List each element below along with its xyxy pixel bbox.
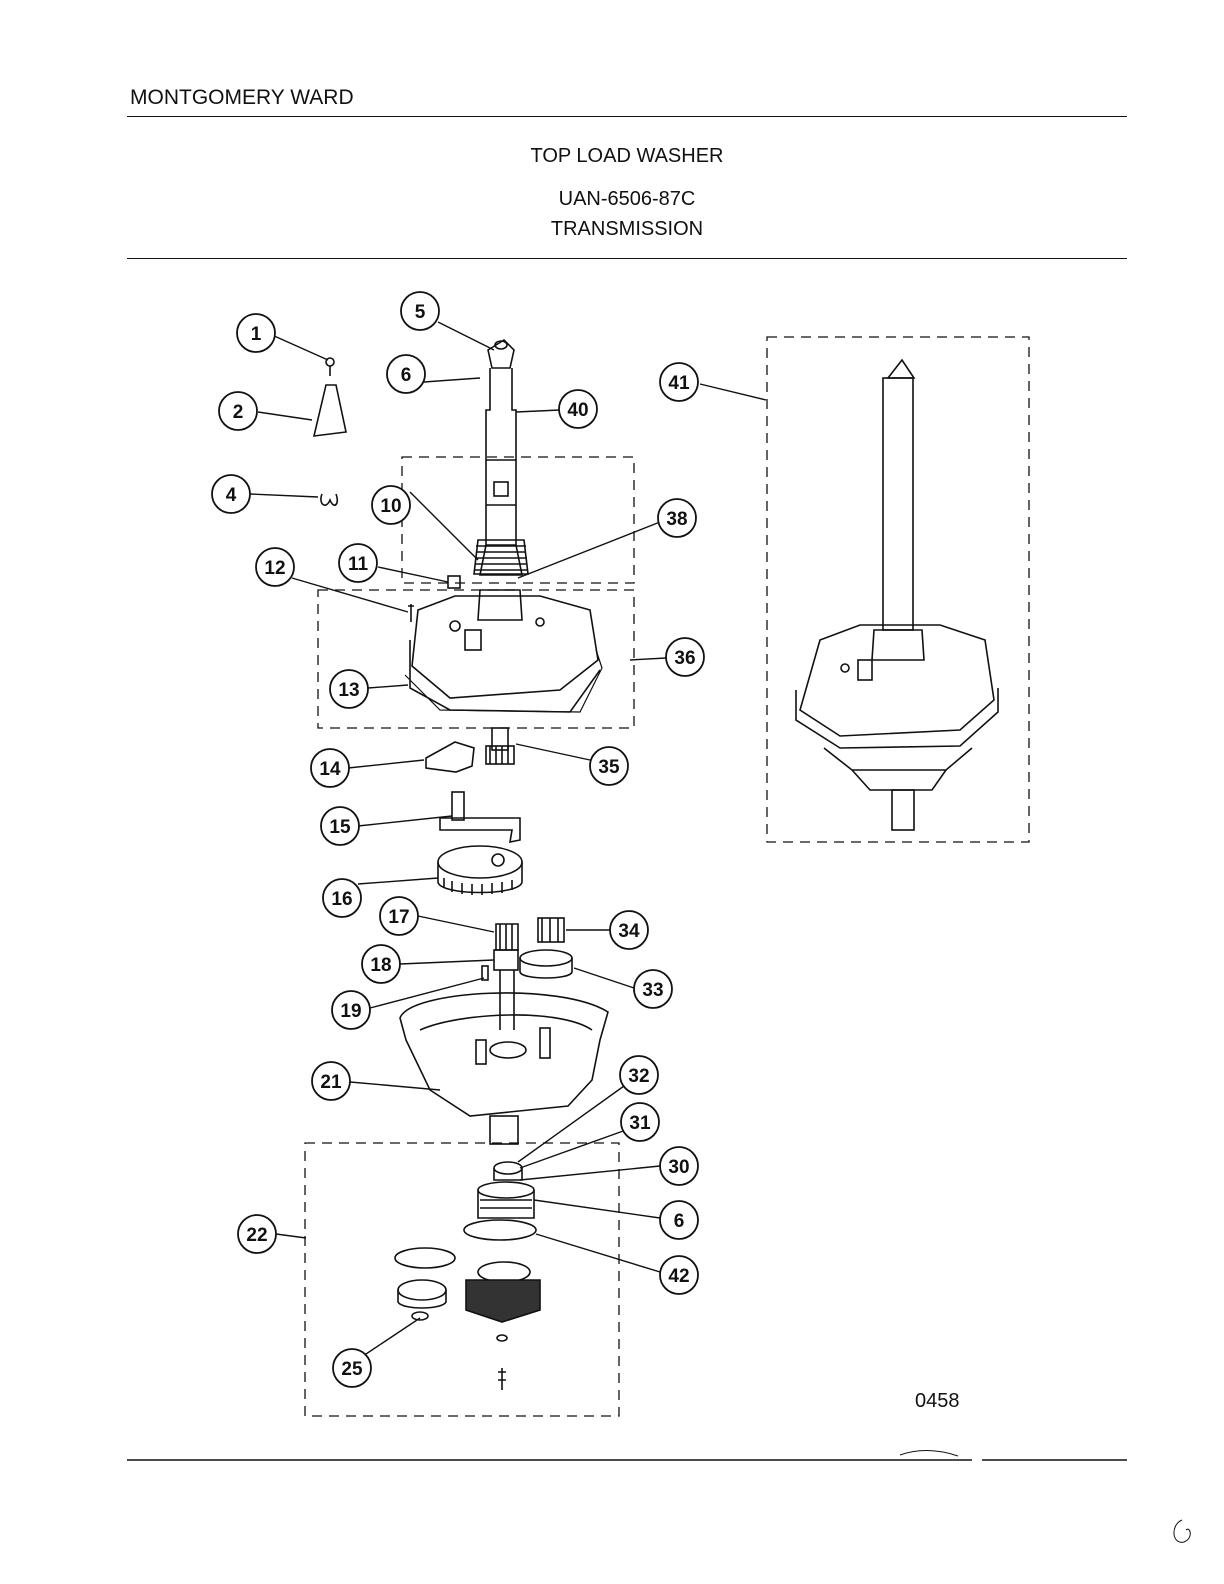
idler-gear [519, 917, 573, 979]
crank-arm [439, 791, 521, 844]
svg-text:21: 21 [320, 1072, 342, 1093]
callout-11: 11 [338, 543, 378, 583]
model-number: UAN-6506-87C [558, 188, 696, 210]
large-gear [437, 845, 523, 895]
svg-text:33: 33 [642, 980, 663, 1001]
callout-13: 13 [329, 669, 369, 709]
header-rule [127, 116, 1127, 117]
callout-42: 42 [659, 1255, 699, 1295]
group-box-41 [766, 336, 1030, 843]
assembled-transmission [795, 358, 999, 831]
callout-41: 41 [659, 362, 699, 402]
svg-text:35: 35 [598, 757, 620, 778]
clip-part [320, 493, 339, 506]
group-box-22 [304, 1142, 620, 1417]
callout-25: 25 [332, 1348, 372, 1388]
callout-34: 34 [609, 910, 649, 950]
svg-text:38: 38 [666, 509, 687, 530]
title-rule [127, 258, 1127, 259]
pinion-stack [481, 923, 519, 1030]
callout-2: 2 [218, 391, 258, 431]
svg-text:36: 36 [674, 648, 695, 669]
scan-mark [899, 1450, 959, 1457]
callout-12: 12 [255, 547, 295, 587]
svg-text:31: 31 [629, 1113, 651, 1134]
svg-text:11: 11 [348, 554, 369, 575]
agitator-cap [312, 384, 347, 437]
callout-6-top: 6 [386, 354, 426, 394]
svg-text:4: 4 [226, 485, 237, 506]
svg-text:34: 34 [618, 921, 640, 942]
callout-18: 18 [361, 944, 401, 984]
svg-text:22: 22 [246, 1225, 267, 1246]
callout-31: 31 [620, 1102, 660, 1142]
callout-5: 5 [400, 291, 440, 331]
callout-38: 38 [657, 498, 697, 538]
callout-22: 22 [237, 1214, 277, 1254]
svg-text:1: 1 [251, 324, 262, 345]
svg-text:10: 10 [380, 496, 401, 517]
callout-17: 17 [379, 896, 419, 936]
callout-36: 36 [665, 637, 705, 677]
screw-part [408, 604, 414, 622]
drive-shaft [479, 338, 523, 576]
svg-text:42: 42 [668, 1266, 689, 1287]
section-title: TRANSMISSION [550, 218, 704, 240]
callout-16: 16 [322, 878, 362, 918]
svg-text:14: 14 [319, 759, 341, 780]
lower-housing [399, 992, 609, 1145]
callout-15: 15 [320, 806, 360, 846]
callout-35: 35 [589, 746, 629, 786]
svg-text:17: 17 [388, 907, 409, 928]
svg-text:6: 6 [674, 1211, 685, 1232]
callout-33: 33 [633, 969, 673, 1009]
group-boxes [304, 336, 1030, 1417]
group-box-13-36 [317, 589, 635, 729]
corner-scribble [1173, 1519, 1191, 1543]
callout-32: 32 [619, 1055, 659, 1095]
svg-text:41: 41 [668, 373, 690, 394]
svg-text:18: 18 [370, 955, 391, 976]
callout-30: 30 [659, 1146, 699, 1186]
callout-14: 14 [310, 748, 350, 788]
callout-21: 21 [311, 1061, 351, 1101]
diagram-code: 0458 [915, 1390, 960, 1412]
cam-part [425, 741, 475, 773]
svg-text:5: 5 [415, 302, 426, 323]
screw-1 [325, 357, 335, 376]
leader-lines [249, 321, 767, 1359]
svg-text:40: 40 [567, 400, 588, 421]
pinion-gear [485, 727, 515, 765]
svg-text:16: 16 [331, 889, 352, 910]
svg-text:25: 25 [341, 1359, 363, 1380]
callout-4: 4 [211, 474, 251, 514]
shaft-bearing [463, 1161, 537, 1241]
brand-name: MONTGOMERY WARD [130, 86, 354, 109]
product-title: TOP LOAD WASHER [530, 145, 724, 167]
callout-6-bottom: 6 [659, 1200, 699, 1240]
callout-40: 40 [558, 389, 598, 429]
svg-text:13: 13 [338, 680, 359, 701]
callouts: 1 2 4 5 6 40 41 10 38 11 12 36 13 14 35 … [211, 291, 705, 1388]
callout-19: 19 [331, 990, 371, 1030]
callout-10: 10 [371, 485, 411, 525]
svg-text:19: 19 [340, 1001, 361, 1022]
callout-1: 1 [236, 313, 276, 353]
svg-text:12: 12 [264, 558, 285, 579]
svg-text:6: 6 [401, 365, 412, 386]
svg-text:32: 32 [628, 1066, 649, 1087]
svg-text:30: 30 [668, 1157, 689, 1178]
bolt-part [447, 575, 461, 589]
upper-housing-cover [404, 589, 603, 713]
svg-text:2: 2 [233, 402, 244, 423]
svg-text:15: 15 [329, 817, 351, 838]
seal-kit [394, 1247, 541, 1390]
